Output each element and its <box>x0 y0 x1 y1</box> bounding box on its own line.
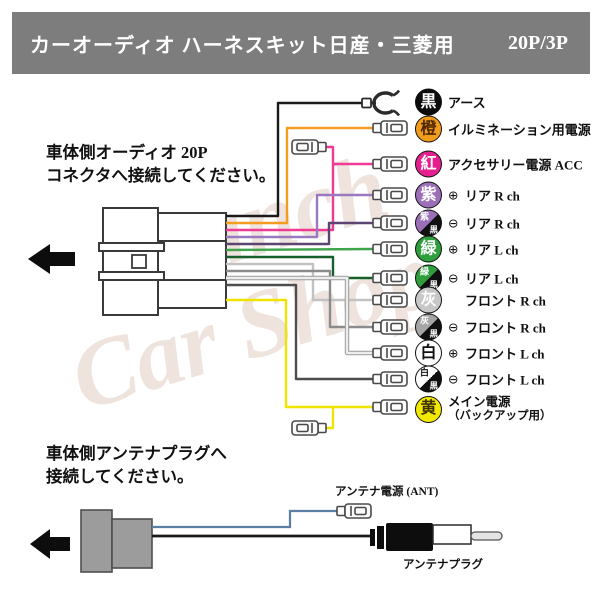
terminals <box>291 88 408 436</box>
badge-char: 紫 <box>420 211 430 222</box>
page-title: カーオーディオ ハーネスキット日産・三菱用 <box>30 34 455 57</box>
badge-char: 黒 <box>420 93 437 110</box>
wire-row: 黒 アース <box>415 88 486 116</box>
harness-wires <box>225 101 374 430</box>
wire-label: ⊕リア R ch <box>448 187 520 204</box>
spade-terminal-icon <box>372 187 408 203</box>
spade-terminal-icon <box>372 345 408 361</box>
spade-terminal-branch-icon <box>291 139 327 155</box>
fork-terminal-icon <box>360 88 401 118</box>
wire-row: 橙 イルミネーション用電源 <box>415 115 591 143</box>
wire-label: メイン電源 （バックアップ用） <box>448 395 552 422</box>
wire-label: アクセサリー電源 ACC <box>448 157 583 173</box>
title-bar: カーオーディオ ハーネスキット日産・三菱用 20P/3P <box>12 12 590 74</box>
connector-20p <box>98 207 227 316</box>
polarity-sign: ⊕ <box>448 187 459 203</box>
wire-label: ⊖リア R ch <box>448 215 520 232</box>
polarity-sign: ⊖ <box>448 371 459 387</box>
left-arrow-antenna <box>30 529 70 559</box>
wire-row: 紫黒 ⊖リア R ch <box>415 209 520 237</box>
antenna-power-label: アンテナ電源 (ANT) <box>335 486 439 498</box>
spade-terminal-branch-icon <box>291 420 327 436</box>
polarity-sign: ⊖ <box>448 215 459 231</box>
pin-count: 20P/3P <box>508 31 568 54</box>
audio-caption-line1: 車体側オーディオ 20P <box>46 143 208 162</box>
wire-row: 灰黒 ⊖フロント R ch <box>415 313 546 341</box>
wire-label: ⊕フロント L ch <box>448 345 545 362</box>
polarity-sign: ⊖ <box>448 319 459 335</box>
badge-white: 白 <box>415 339 442 367</box>
badge-purple: 紫 <box>415 181 442 209</box>
badge-green: 緑 <box>415 235 442 263</box>
badge-gray: 灰 <box>415 286 442 314</box>
badge-purple-black: 紫黒 <box>415 209 442 237</box>
spade-terminal-icon <box>372 371 408 387</box>
spade-terminal-icon <box>372 120 408 136</box>
antenna-caption-line2: 接続してください。 <box>46 467 194 486</box>
badge-gray-black: 灰黒 <box>415 313 442 341</box>
antenna-power-wire <box>152 509 337 529</box>
spade-terminal-icon <box>372 292 408 308</box>
spade-terminal-icon <box>372 156 408 172</box>
badge-char2: 黒 <box>429 380 438 390</box>
wire-row: 紅 アクセサリー電源 ACC <box>415 150 583 178</box>
wire-label: フロント R ch <box>465 293 546 309</box>
badge-black: 黒 <box>415 88 442 116</box>
wire-label: ⊖リア L ch <box>448 270 519 287</box>
badge-char: 黄 <box>420 400 437 417</box>
wire-row: 黄 メイン電源 （バックアップ用） <box>415 395 552 423</box>
left-arrow-audio <box>28 244 75 274</box>
wire-row: 灰 フロント R ch <box>415 286 546 314</box>
badge-char: 緑 <box>420 240 437 257</box>
antenna-caption: 車体側アンテナプラグへ 接続してください。 <box>46 442 227 488</box>
badge-char: 白 <box>420 344 437 361</box>
badge-char: 灰 <box>420 315 430 326</box>
antenna-plug-connector <box>80 509 153 573</box>
wire-label: イルミネーション用電源 <box>448 122 591 138</box>
wire-row: 緑 ⊕リア L ch <box>415 235 519 263</box>
badge-char: 紅 <box>420 155 437 172</box>
wire-label: アース <box>448 95 486 111</box>
antenna-rca-plug <box>370 523 503 551</box>
polarity-sign: ⊕ <box>448 241 459 257</box>
badge-red: 紅 <box>415 150 442 178</box>
wire-label: ⊕リア L ch <box>448 241 519 258</box>
wire-row: 白 ⊕フロント L ch <box>415 339 545 367</box>
wire-row: 紫 ⊕リア R ch <box>415 181 520 209</box>
badge-char: 緑 <box>420 266 430 277</box>
badge-char2: 黒 <box>429 224 438 234</box>
spade-terminal-icon <box>336 503 372 519</box>
badge-char: 白 <box>420 367 430 378</box>
badge-yellow: 黄 <box>415 395 442 423</box>
spade-terminal-icon <box>372 241 408 257</box>
wire-label: ⊖フロント R ch <box>448 319 546 336</box>
badge-orange: 橙 <box>415 115 442 143</box>
badge-char: 灰 <box>420 291 437 308</box>
badge-char2: 黒 <box>429 328 438 338</box>
badge-white-black: 白黒 <box>415 365 442 393</box>
polarity-sign: ⊖ <box>448 270 459 286</box>
wire-row: 白黒 ⊖フロント L ch <box>415 365 545 393</box>
audio-caption: 車体側オーディオ 20P コネクタへ接続してください。 <box>46 141 275 187</box>
spade-terminal-icon <box>372 215 408 231</box>
spade-terminal-icon <box>372 319 408 335</box>
spade-terminal-icon <box>372 399 408 415</box>
antenna-caption-line1: 車体側アンテナプラグへ <box>46 444 227 463</box>
badge-char2: 黒 <box>429 279 438 289</box>
wire-label: ⊖フロント L ch <box>448 371 545 388</box>
badge-char: 橙 <box>420 120 437 137</box>
polarity-sign: ⊕ <box>448 345 459 361</box>
badge-char: 紫 <box>420 186 437 203</box>
spade-terminal-icon <box>372 270 408 286</box>
antenna-plug-label: アンテナプラグ <box>403 559 484 571</box>
audio-caption-line2: コネクタへ接続してください。 <box>46 166 276 185</box>
